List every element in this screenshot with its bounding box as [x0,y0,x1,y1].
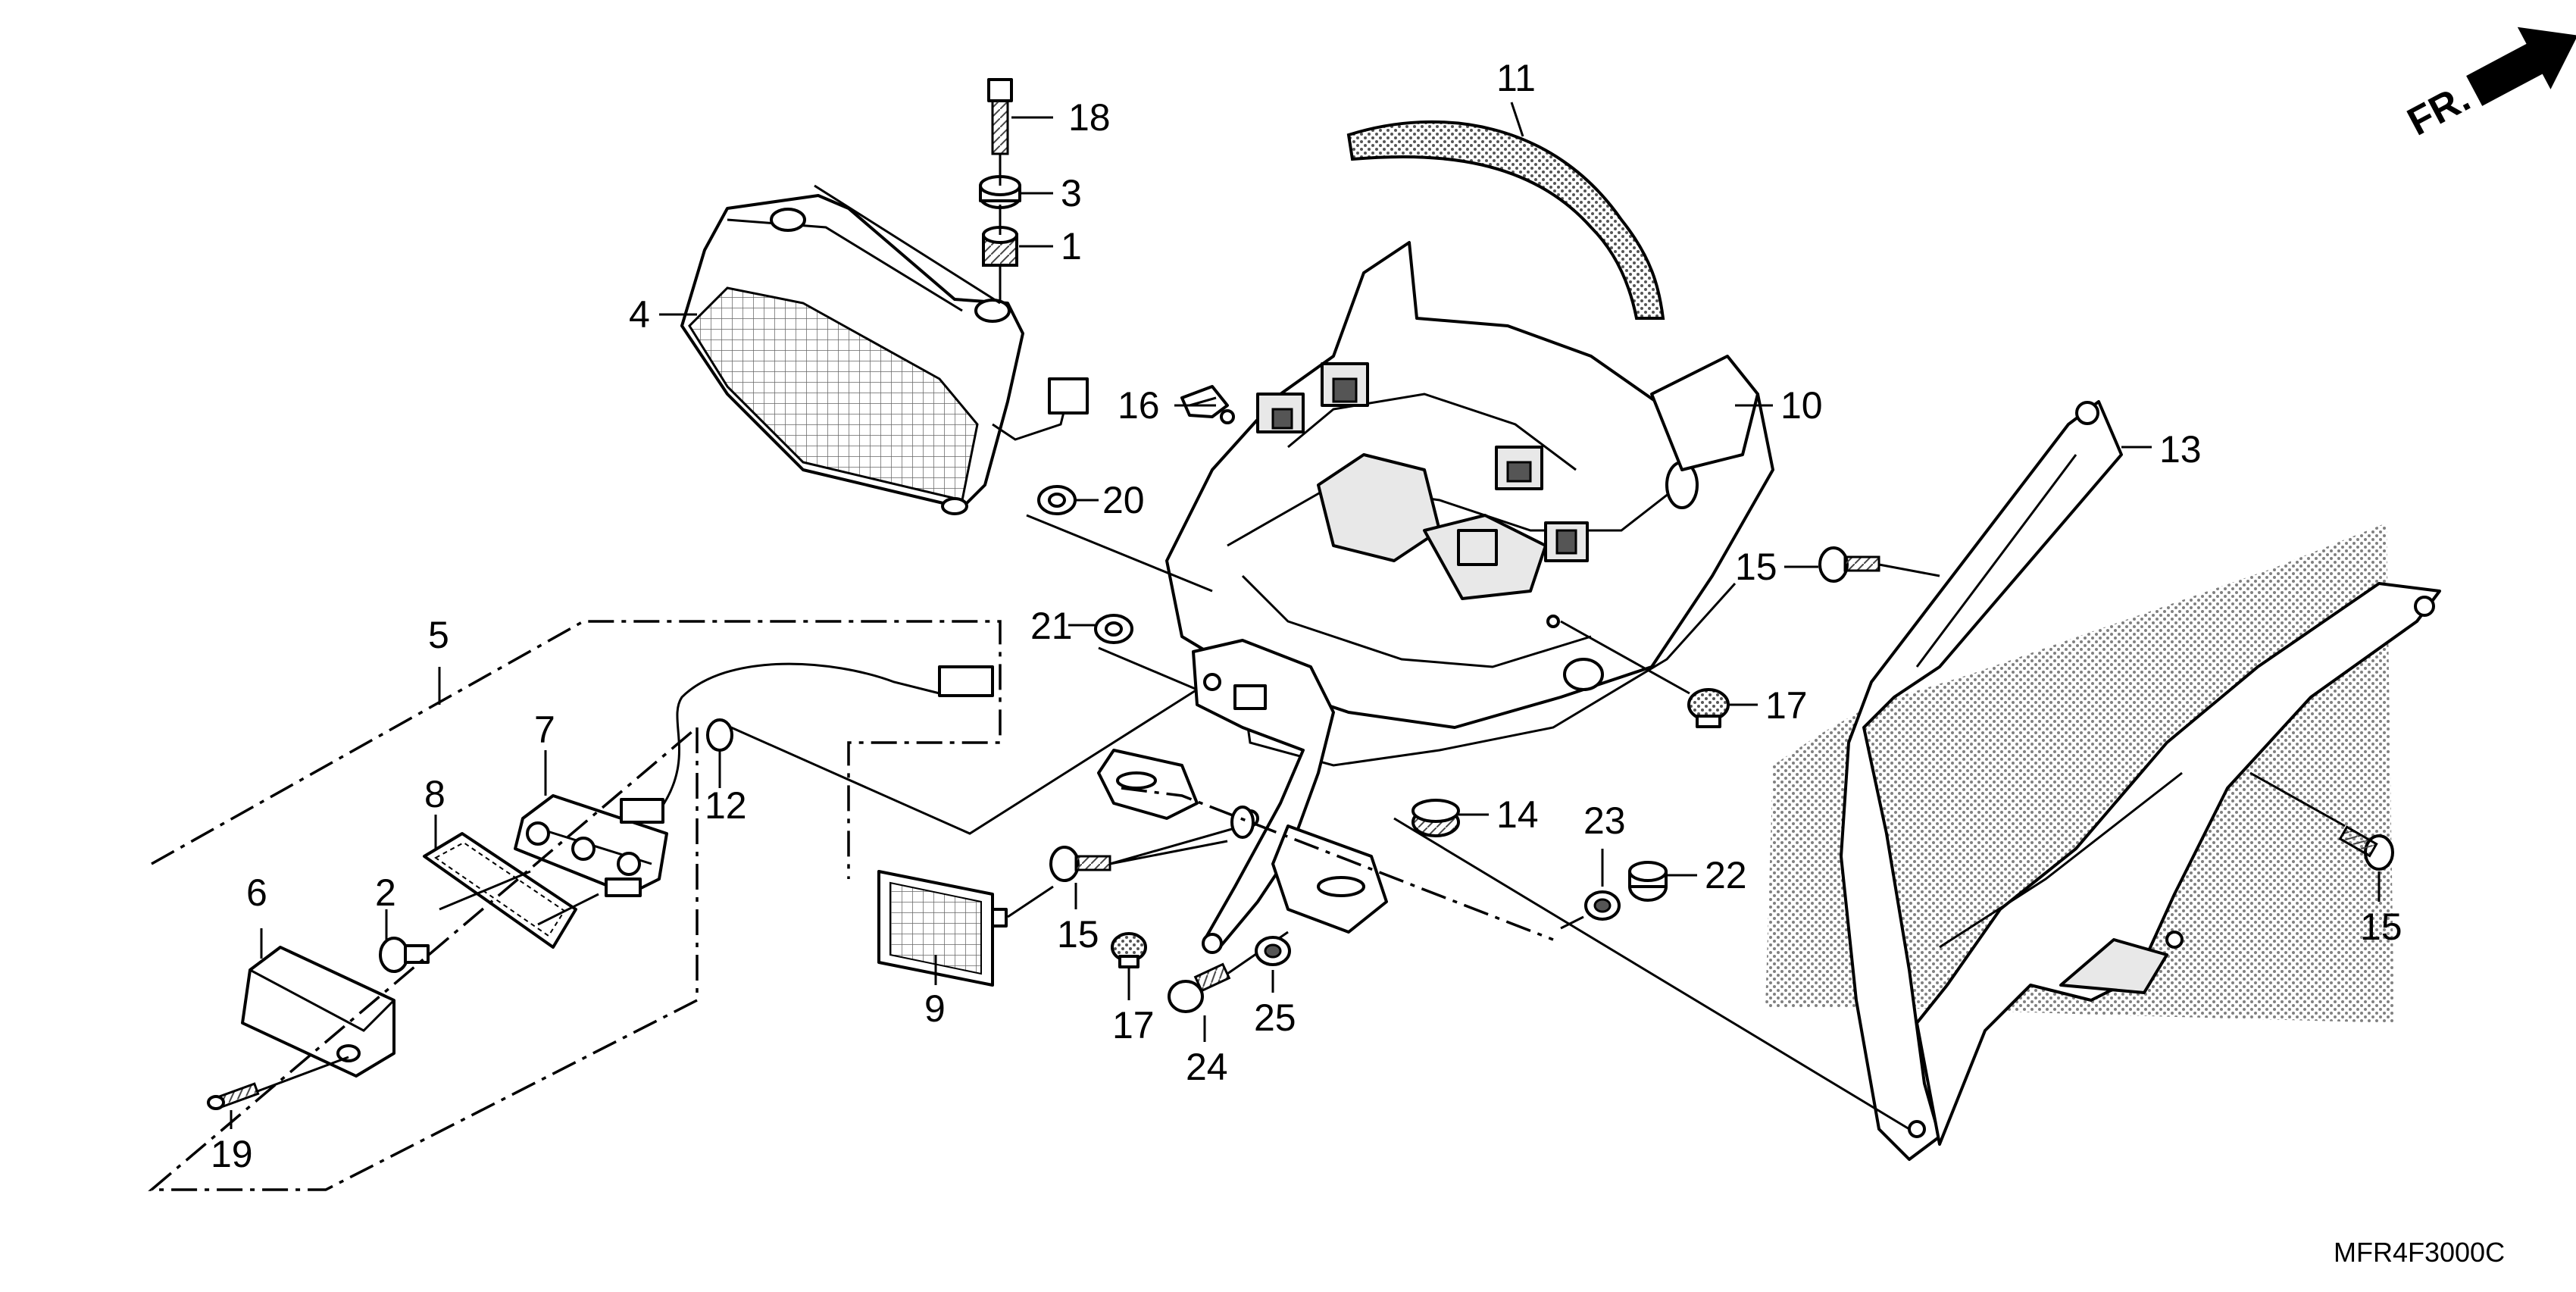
part-2-bulb [379,937,430,973]
callout-12: 12 [705,784,747,827]
part-7-light-base [514,794,668,897]
callout-6: 6 [246,871,267,914]
assembly-line-13 [1393,817,1910,1131]
part-21-nut [1094,614,1133,644]
part-15-bolt-upper [1818,546,1880,583]
assembly-line-4 [814,184,1001,305]
license-light-harness [620,662,994,824]
callout-3: 3 [1061,172,1082,214]
assembly-line-15-middle [1109,824,1243,865]
part-17-clip-lower [1111,932,1147,968]
leader-lines [230,102,2381,1129]
diagram-code: MFR4F3000C [2334,1237,2505,1268]
part-12-clamp [706,718,733,773]
part-25-washer [1255,936,1291,966]
callout-22: 22 [1705,854,1747,896]
part-10-rear-fender [1165,241,1774,767]
part-13-side-cover [1840,400,2441,1161]
part-18-bolt [987,78,1013,155]
part-19-screw [207,1082,260,1110]
part-23-washer [1584,890,1621,921]
front-arrow-icon [2466,27,2576,106]
front-direction-indicator: FR. [2400,27,2576,145]
callouts: 18 3 1 4 5 6 2 7 8 9 10 11 12 13 14 15 1… [211,57,2402,1175]
assembly-line-15-upper [1878,563,1940,577]
assembly-line-20 [1026,514,1213,593]
assembly-line-12 [730,688,1198,835]
assembly-line-9 [1007,885,1054,918]
part-4-tail-light [680,194,1089,515]
callout-9: 9 [924,987,946,1030]
callout-4: 4 [629,293,650,336]
part-20-nut [1037,485,1077,515]
part-15-bolt-middle [1049,846,1111,882]
callout-17-lower: 17 [1112,1004,1155,1046]
part-11-seal-strip [1346,120,1665,320]
license-plate-bracket [1097,639,1388,954]
assembly-line-15-right [2249,771,2346,827]
assembly-line-22 [1560,915,1584,930]
part-6-lens [241,946,395,1078]
assembly-line-7 [439,870,599,926]
callout-10: 10 [1780,384,1823,427]
frame-background-shading [1765,523,2394,1023]
callout-14: 14 [1496,793,1539,836]
callout-15-right: 15 [2360,906,2402,948]
callout-1: 1 [1061,225,1082,267]
part-9-reflector [877,870,1008,987]
callout-15-middle: 15 [1057,913,1099,956]
callout-18: 18 [1068,96,1111,139]
callout-23: 23 [1583,799,1626,842]
part-14-grommet [1411,799,1460,837]
front-direction-label: FR. [2400,76,2477,145]
bracket-hole [1230,806,1255,839]
part-17-clip-upper [1687,688,1730,728]
callout-17-upper: 17 [1765,684,1808,727]
callout-7: 7 [534,709,555,751]
callout-19: 19 [211,1133,253,1175]
part-3-collar [979,175,1021,209]
callout-2: 2 [375,871,396,914]
part-15-bolt-right [2338,825,2394,871]
assembly-line-21 [1098,646,1198,691]
callout-13: 13 [2159,428,2202,471]
callout-21: 21 [1030,605,1073,647]
callout-25: 25 [1254,996,1296,1039]
callout-24: 24 [1186,1046,1228,1088]
part-24-bolt [1168,962,1231,1013]
callout-15-upper: 15 [1735,546,1777,588]
group-outline-bracket [1121,787,1554,941]
part-16-clip [1180,385,1229,418]
assembly-line-17-upper [1560,620,1690,695]
callout-16: 16 [1118,384,1160,427]
group-outline-5 [148,620,1002,1191]
callout-11: 11 [1496,57,1536,99]
callout-8: 8 [424,773,445,815]
callout-5: 5 [428,614,449,656]
part-22-nut [1628,861,1668,902]
callout-20: 20 [1102,479,1145,521]
